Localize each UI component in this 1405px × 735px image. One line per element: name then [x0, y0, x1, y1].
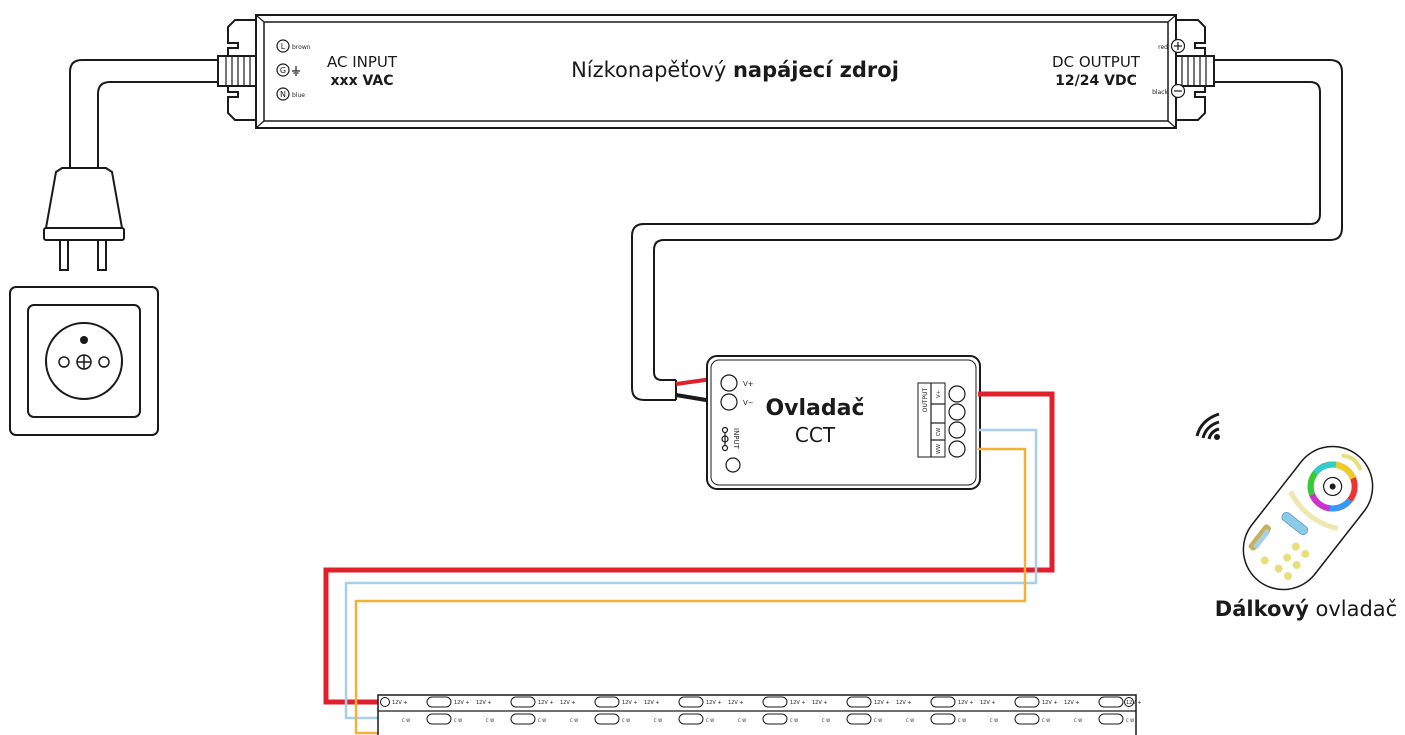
strip-top-label: 12V +	[454, 700, 470, 706]
strip-solder-pad	[678, 696, 704, 708]
strip-bottom-label: C W	[874, 718, 882, 723]
strip-solder-pad	[510, 696, 536, 708]
strip-solder-pad	[426, 713, 452, 725]
dc-output-label: DC OUTPUT	[1052, 53, 1141, 71]
strip-solder-pad	[1014, 713, 1040, 725]
input-label: INPUT	[732, 428, 740, 450]
strip-segment: 12V + 12V + C W C W	[812, 696, 890, 725]
controller-type: CCT	[795, 423, 836, 447]
strip-bottom-label: C W	[906, 718, 914, 723]
strip-solder-pad	[762, 696, 788, 708]
pin-l-label: L	[281, 42, 286, 51]
strip-top-label: 12V +	[790, 700, 806, 706]
strip-solder-pad	[846, 696, 872, 708]
strip-top-label: 12V +	[392, 700, 408, 706]
strip-segment: 12V + 12V + C W C W	[560, 696, 638, 725]
strip-solder-pad	[594, 713, 620, 725]
strip-bottom-label: C W	[1042, 718, 1050, 723]
strip-top-label: 12V +	[958, 700, 974, 706]
out-v-label: V+	[936, 390, 942, 398]
strip-segment: 12V + 12V + C W C W	[644, 696, 722, 725]
remote-control: Dálkový ovladač	[1195, 412, 1397, 621]
remote-label: Dálkový ovladač	[1215, 597, 1397, 621]
strip-solder-pad	[510, 713, 536, 725]
power-supply: L brown G N blue AC INPUT xxx VAC Nízkon…	[217, 14, 1215, 129]
strip-top-label: 12V +	[728, 700, 744, 706]
strip-bottom-label: C W	[990, 718, 998, 723]
strip-bottom-label: C W	[1126, 718, 1134, 723]
strip-top-label: 12V +	[538, 700, 554, 706]
pin-g-label: G	[280, 66, 286, 75]
strip-bottom-label: C W	[538, 718, 546, 723]
strip-segment: 12V + 12V + C W C W	[896, 696, 974, 725]
strip-segment: 12V + 12V + C W C W	[392, 696, 470, 725]
ground-icon	[292, 66, 300, 76]
strip-solder-pad	[762, 713, 788, 725]
strip-solder-pad	[594, 696, 620, 708]
strip-bottom-label: C W	[570, 718, 578, 723]
strip-segment: 12V + 12V + C W C W	[476, 696, 554, 725]
wireless-signal-icon	[1195, 412, 1220, 440]
wall-socket	[9, 286, 159, 436]
strip-top-label: 12V +	[622, 700, 638, 706]
strip-solder-pad	[1098, 713, 1124, 725]
strip-top-label: 12V +	[874, 700, 890, 706]
strip-top-label: 12V +	[1126, 700, 1142, 706]
strip-top-label: 12V +	[1042, 700, 1058, 706]
strip-bottom-label: C W	[738, 718, 746, 723]
output-wires	[323, 391, 1055, 735]
strip-solder-pad	[426, 696, 452, 708]
pin-l-color: brown	[292, 44, 311, 51]
strip-bottom-label: C W	[654, 718, 662, 723]
strip-solder-pad	[846, 713, 872, 725]
strip-bottom-label: C W	[1074, 718, 1082, 723]
pin-n-label: N	[280, 90, 286, 99]
strip-bottom-label: C W	[402, 718, 410, 723]
strip-bottom-label: C W	[790, 718, 798, 723]
strip-top-label: 12V +	[812, 700, 828, 706]
strip-top-label: 12V +	[706, 700, 722, 706]
output-label: OUTPUT	[922, 387, 929, 412]
strip-segment: 12V + 12V + C W C W	[1064, 696, 1142, 725]
mains-cable	[69, 59, 220, 185]
psu-title: Nízkonapěťový napájecí zdroj	[571, 58, 899, 82]
strip-top-label: 12V +	[1064, 700, 1080, 706]
vplus-label: V+	[743, 380, 754, 388]
strip-top-label: 12V +	[476, 700, 492, 706]
out-cw-label: CW	[936, 428, 942, 436]
strip-solder-pad	[678, 713, 704, 725]
dc-output-value: 12/24 VDC	[1055, 73, 1137, 89]
strip-segment: 12V + 12V + C W C W	[980, 696, 1058, 725]
strip-top-label: 12V +	[644, 700, 660, 706]
power-plug	[43, 167, 125, 271]
strip-solder-pad	[930, 713, 956, 725]
strip-top-label: 12V +	[560, 700, 576, 706]
strip-solder-pad	[1014, 696, 1040, 708]
cct-controller: V+ V− INPUT Ovladač CCT OUTPUT V+ CW WW	[706, 355, 981, 490]
out-neg-color: black	[1152, 89, 1168, 96]
out-ww-label: WW	[936, 444, 942, 454]
polarity-icon	[721, 426, 729, 452]
ac-input-label: AC INPUT	[327, 53, 398, 71]
strip-bottom-label: C W	[706, 718, 714, 723]
controller-name: Ovladač	[765, 396, 864, 421]
strip-bottom-label: C W	[822, 718, 830, 723]
pin-n-color: blue	[292, 92, 305, 99]
strip-bottom-label: C W	[958, 718, 966, 723]
out-pos-color: red	[1158, 44, 1168, 51]
strip-top-label: 12V +	[980, 700, 996, 706]
strip-bottom-label: C W	[622, 718, 630, 723]
strip-segment: 12V + 12V + C W C W	[728, 696, 806, 725]
strip-bottom-label: C W	[454, 718, 462, 723]
strip-bottom-label: C W	[486, 718, 494, 723]
vminus-label: V−	[743, 399, 754, 407]
strip-solder-pad	[930, 696, 956, 708]
strip-top-label: 12V +	[896, 700, 912, 706]
strip-solder-pad	[1098, 696, 1124, 708]
ac-input-value: xxx VAC	[331, 73, 394, 89]
